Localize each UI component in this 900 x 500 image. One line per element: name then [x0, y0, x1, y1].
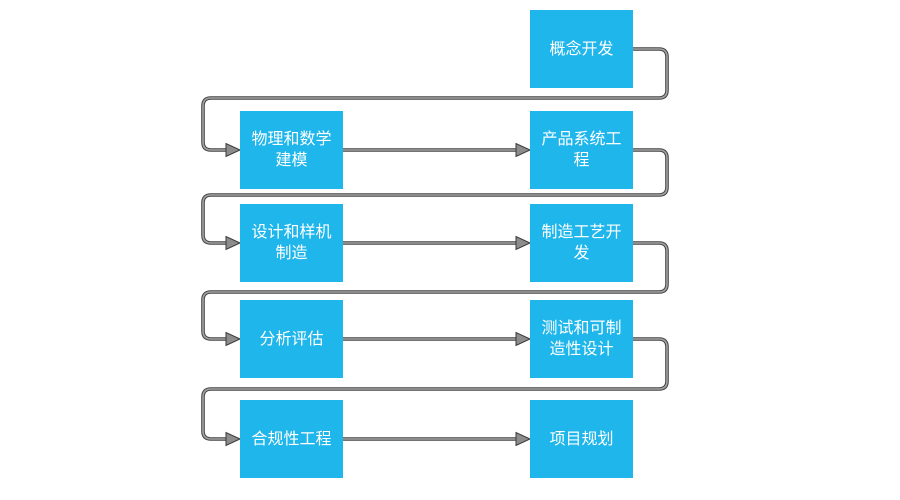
connector-analysis-to-testing	[340, 331, 532, 347]
connector-concept-to-modeling	[201, 47, 669, 158]
arrowhead-icon	[515, 142, 532, 158]
node-label: 分析评估	[259, 330, 324, 348]
node-product-systems-engineering[interactable]: 产品系统工程	[530, 111, 633, 189]
node-label: 测试和可制造性设计	[541, 320, 622, 358]
arrowhead-icon	[225, 235, 242, 251]
arrowhead-icon	[515, 431, 532, 447]
node-label: 概念开发	[549, 40, 614, 58]
node-manufacturing-process-development[interactable]: 制造工艺开发	[530, 204, 633, 282]
node-label: 物理和数学建模	[251, 131, 332, 169]
node-label: 合规性工程	[251, 430, 332, 448]
connector-testing-to-compliance	[201, 337, 669, 447]
arrowhead-icon	[515, 331, 532, 347]
arrowhead-icon	[225, 431, 242, 447]
connector-design-to-process	[340, 235, 532, 251]
node-project-planning[interactable]: 项目规划	[530, 400, 633, 478]
node-label: 设计和样机制造	[251, 224, 332, 262]
node-label: 制造工艺开发	[541, 224, 622, 262]
node-physical-and-mathematical-modeling[interactable]: 物理和数学建模	[240, 111, 343, 189]
connector-process-to-analysis	[201, 241, 669, 347]
node-label: 项目规划	[549, 430, 614, 448]
connector-product-systems-to-design	[201, 148, 669, 251]
arrowhead-icon	[225, 142, 242, 158]
node-compliance-engineering[interactable]: 合规性工程	[240, 400, 343, 478]
node-analysis-and-evaluation[interactable]: 分析评估	[240, 300, 343, 378]
connector-compliance-to-planning	[340, 431, 532, 447]
node-concept-development[interactable]: 概念开发	[530, 10, 633, 88]
arrowhead-icon	[515, 235, 532, 251]
node-label: 产品系统工程	[541, 131, 622, 169]
node-design-and-prototype-manufacturing[interactable]: 设计和样机制造	[240, 204, 343, 282]
connector-modeling-to-product-systems	[340, 142, 532, 158]
arrowhead-icon	[225, 331, 242, 347]
node-testing-and-design-for-manufacturability[interactable]: 测试和可制造性设计	[530, 300, 633, 378]
